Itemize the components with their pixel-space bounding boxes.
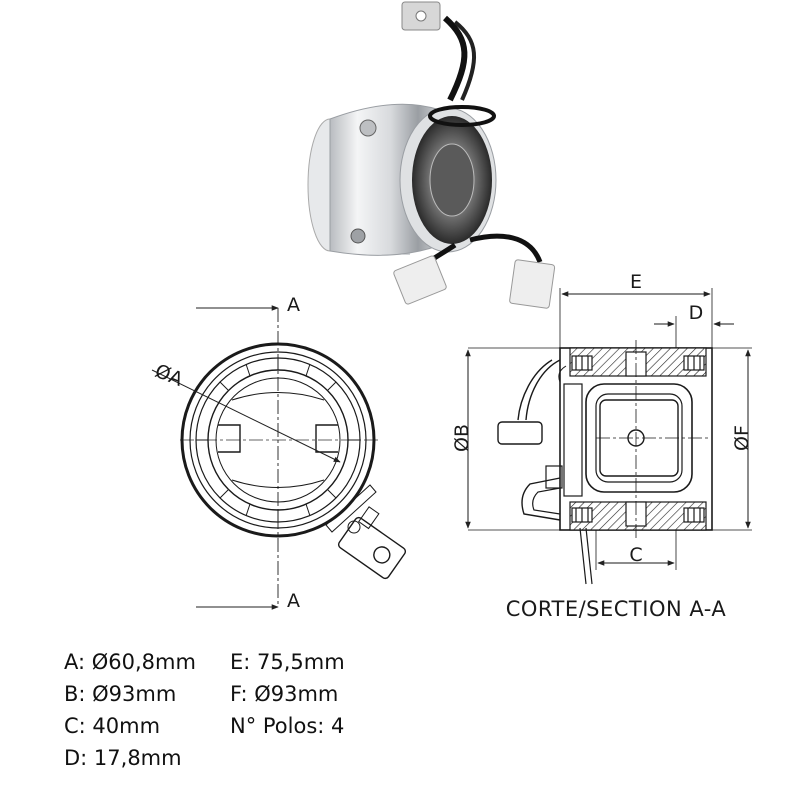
specs-right-column: E: 75,5mm F: Ø93mm N° Polos: 4 [230, 646, 345, 742]
section-view [465, 288, 752, 585]
spec-a: A: Ø60,8mm [64, 650, 196, 674]
diameter-b-label: ØB [451, 424, 473, 452]
front-view [151, 305, 407, 610]
section-caption: CORTE/SECTION A-A [506, 597, 727, 621]
section-label-top: A [287, 294, 300, 316]
dimension-e-label: E [630, 271, 642, 293]
specs-left-column: A: Ø60,8mm B: Ø93mm C: 40mm D: 17,8mm [64, 646, 196, 774]
spec-poles: N° Polos: 4 [230, 714, 345, 738]
spec-c: C: 40mm [64, 714, 161, 738]
spec-f: F: Ø93mm [230, 682, 339, 706]
dimension-d-label: D [689, 302, 704, 324]
spec-e: E: 75,5mm [230, 650, 345, 674]
section-label-bottom: A [287, 590, 300, 612]
spec-b: B: Ø93mm [64, 682, 177, 706]
diameter-f-label: ØF [731, 425, 753, 451]
diameter-a-label: ØA [152, 360, 186, 391]
dimension-c-label: C [629, 544, 642, 566]
product-photo [307, 1, 556, 309]
spec-d: D: 17,8mm [64, 746, 182, 770]
